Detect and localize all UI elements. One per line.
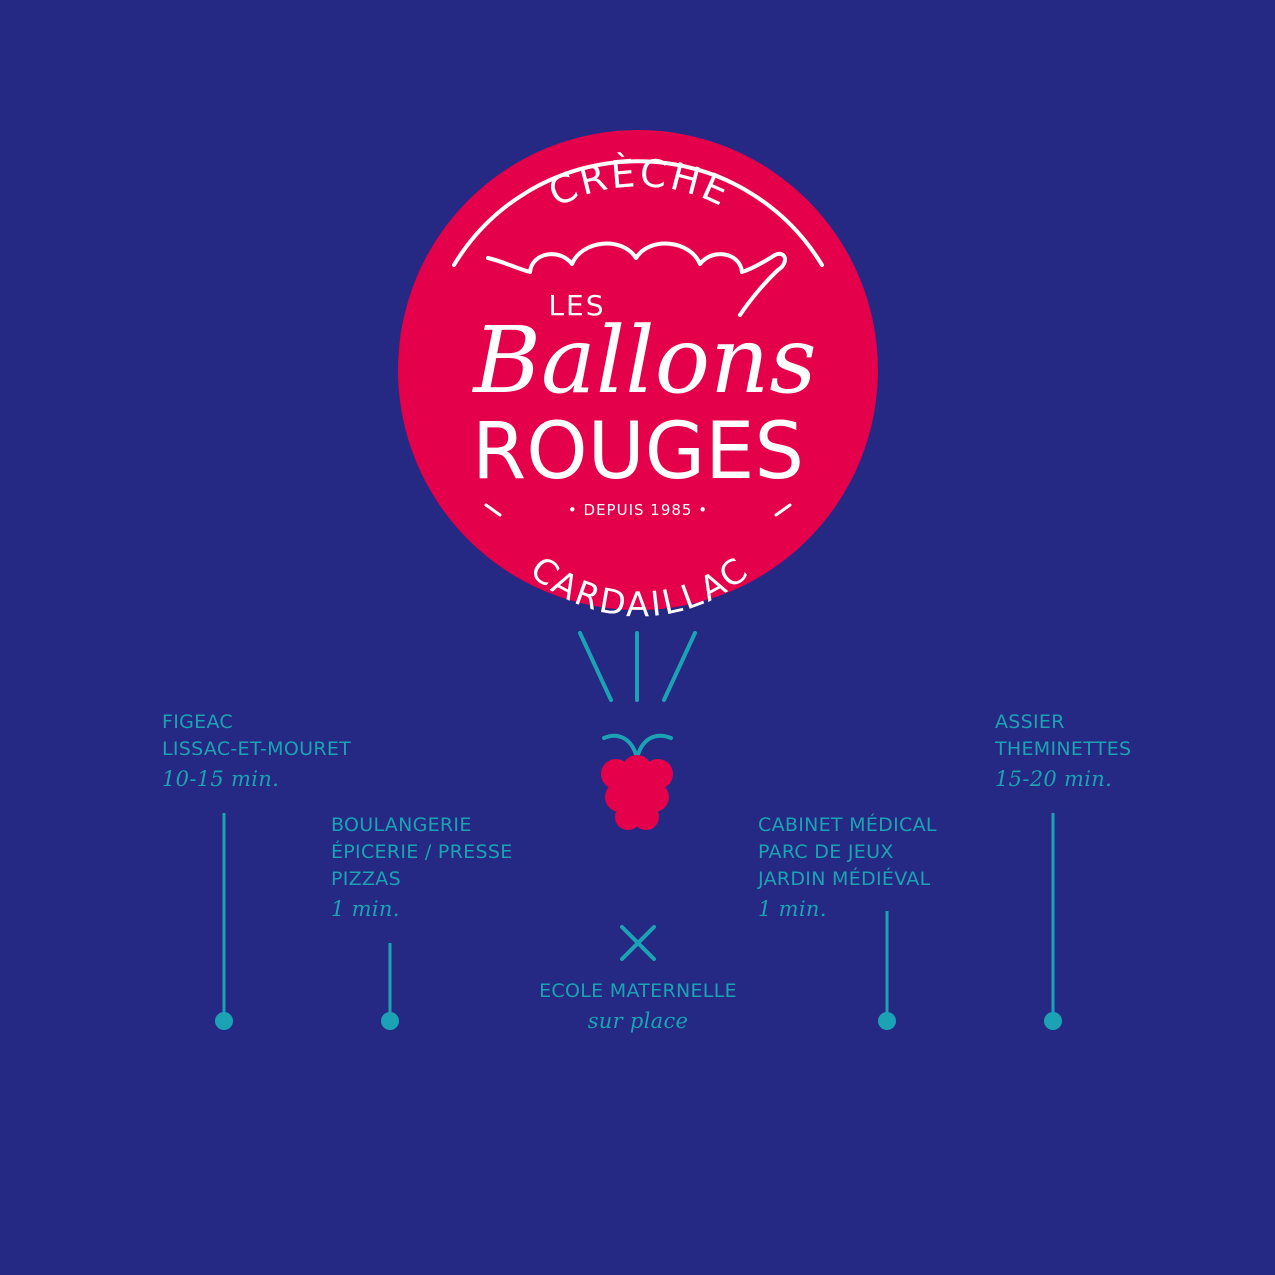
ray-left xyxy=(578,631,613,702)
badge-top-arc xyxy=(452,159,824,267)
cloud-line xyxy=(486,241,787,317)
label-time: 1 min. xyxy=(331,897,400,921)
label-line: BOULANGERIE xyxy=(331,814,472,836)
badge-since-text: • DEPUIS 1985 • xyxy=(568,501,708,519)
label-figeac: FIGEAC LISSAC-ET-MOURET 10-15 min. xyxy=(162,709,351,796)
label-line: CABINET MÉDICAL xyxy=(758,814,937,836)
label-assier: ASSIER THEMINETTES 15-20 min. xyxy=(995,709,1131,796)
badge-bold-text: ROUGES xyxy=(472,407,804,497)
label-line: PARC DE JEUX xyxy=(758,841,894,863)
raspberry-icon xyxy=(601,733,673,830)
label-line: THEMINETTES xyxy=(995,738,1132,760)
label-line: LISSAC-ET-MOURET xyxy=(162,738,352,760)
badge-circle xyxy=(398,130,878,610)
cross-mark xyxy=(620,925,656,961)
label-line: FIGEAC xyxy=(162,711,233,733)
pin-cabinet xyxy=(878,911,896,1030)
ray-right xyxy=(662,631,697,702)
ray-lines xyxy=(578,631,697,702)
label-line: PIZZAS xyxy=(331,868,401,890)
label-time: sur place xyxy=(587,1009,689,1033)
label-line: ÉPICERIE / PRESSE xyxy=(331,841,513,863)
badge-script-text: Ballons xyxy=(471,307,816,414)
pin-assier xyxy=(1044,813,1062,1030)
label-time: 1 min. xyxy=(758,897,827,921)
label-boulangerie: BOULANGERIE ÉPICERIE / PRESSE PIZZAS 1 m… xyxy=(331,812,513,926)
badge-dash-left xyxy=(484,503,502,517)
logo-badge: CRÈCHE LES Ballons ROUGES • DEPUIS 1985 … xyxy=(398,130,878,625)
raspberry-stem xyxy=(602,733,673,759)
label-ecole: ECOLE MATERNELLE sur place xyxy=(512,978,764,1038)
pin-boulangerie xyxy=(381,943,399,1030)
label-time: 10-15 min. xyxy=(162,767,280,791)
label-line: ASSIER xyxy=(995,711,1065,733)
label-line: JARDIN MÉDIÉVAL xyxy=(758,868,931,890)
label-line: ECOLE MATERNELLE xyxy=(539,980,737,1002)
pin-figeac xyxy=(215,813,233,1030)
label-time: 15-20 min. xyxy=(995,767,1113,791)
label-cabinet: CABINET MÉDICAL PARC DE JEUX JARDIN MÉDI… xyxy=(758,812,937,926)
badge-les-text: LES xyxy=(548,289,605,322)
badge-dash-right xyxy=(774,503,792,517)
